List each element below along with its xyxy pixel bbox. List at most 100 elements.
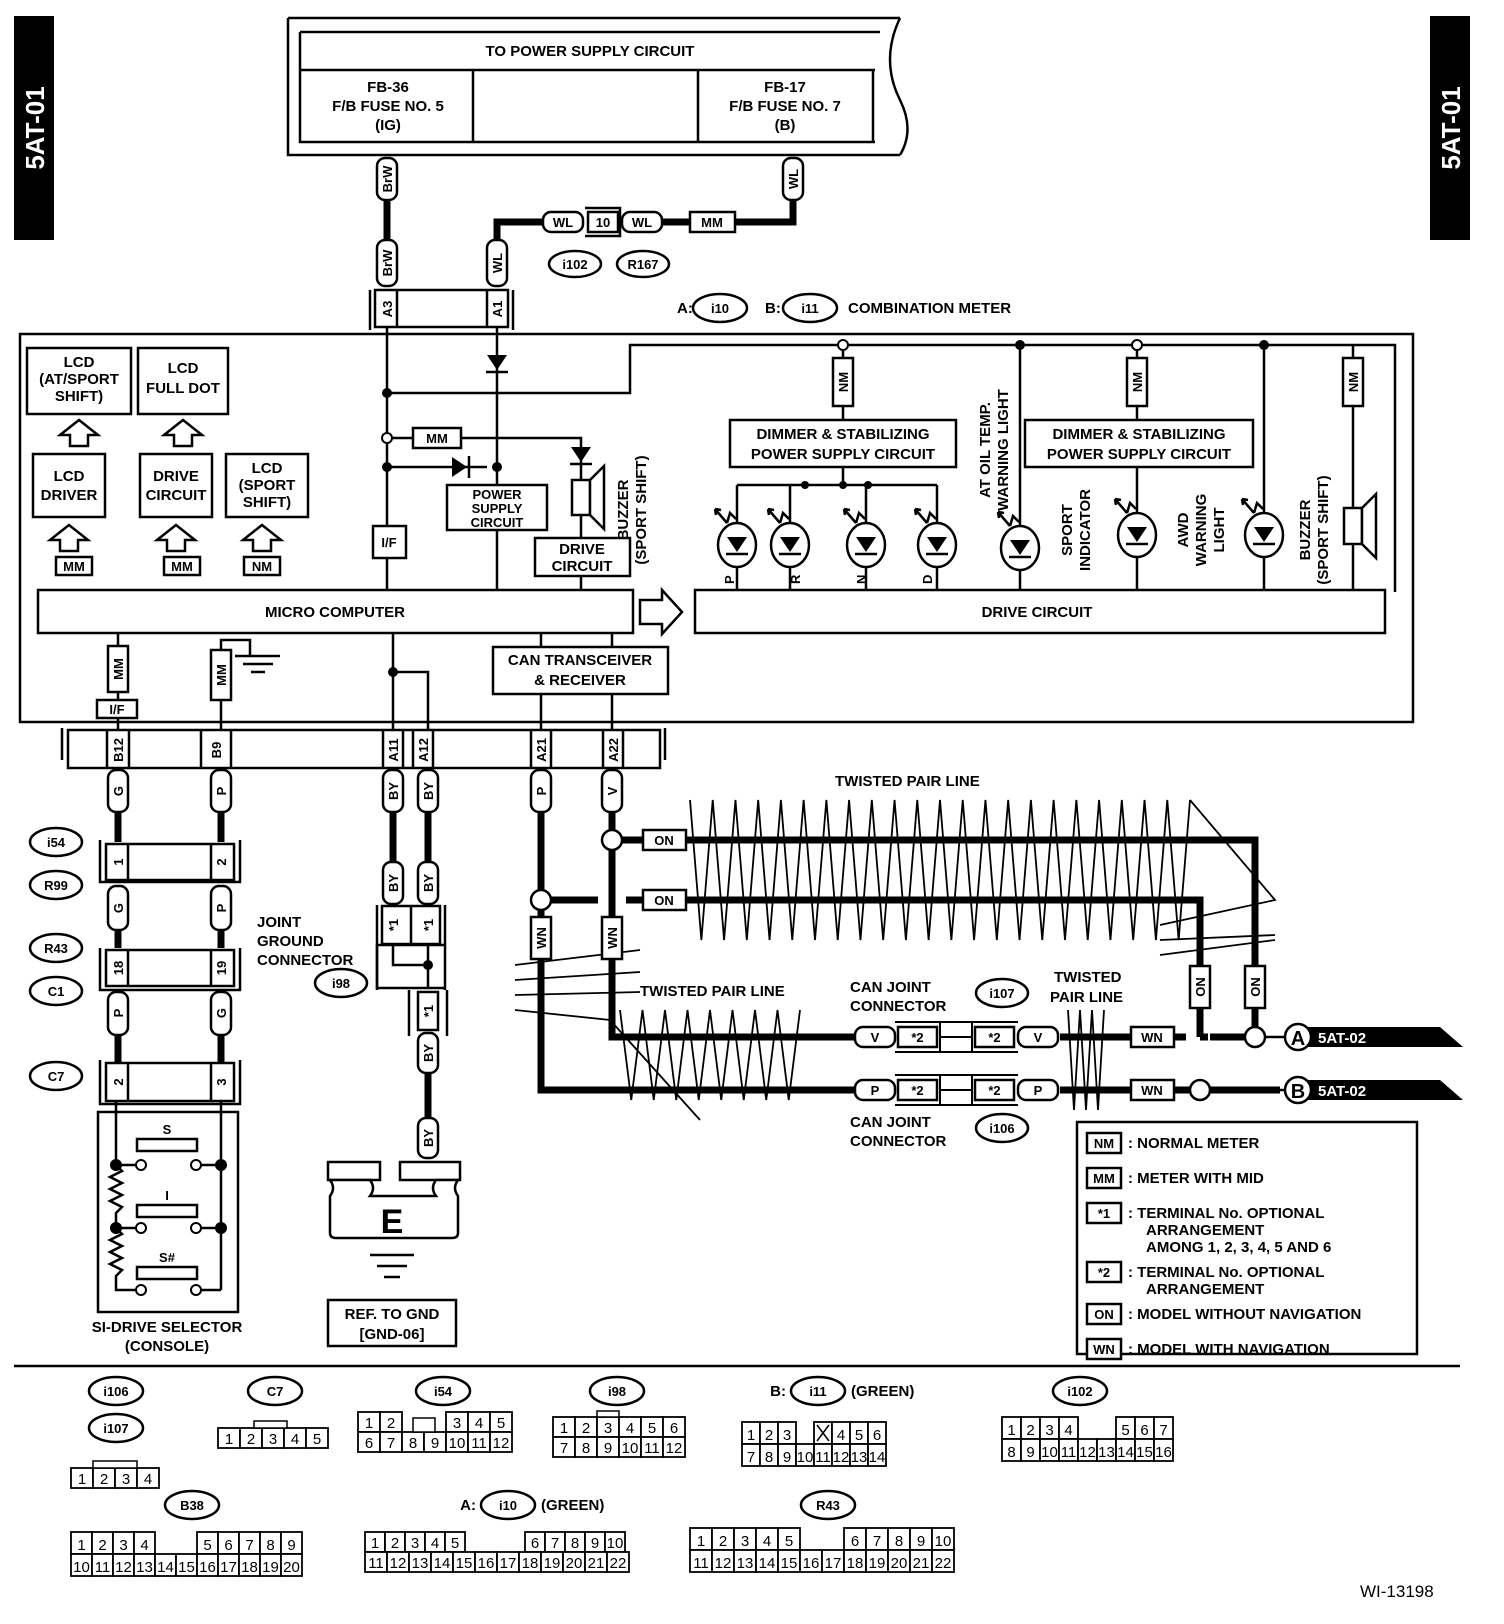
pin-number: 20 (283, 1559, 300, 1576)
connector-id-c1: C1 (48, 984, 65, 999)
lcd-blocks: LCD (AT/SPORT SHIFT) LCD FULL DOT LCD DR… (25, 346, 310, 577)
pin-number: 3 (604, 1420, 612, 1437)
pin-number: 2 (100, 1471, 108, 1488)
pin-number: 3 (783, 1427, 791, 1444)
legend-row: *1: TERMINAL No. OPTIONALARRANGEMENTAMON… (1085, 1201, 1331, 1256)
pin-r43-18: 18 (111, 961, 126, 975)
pin-number: 19 (544, 1555, 561, 1572)
pin-number: 19 (262, 1559, 279, 1576)
ground-harness: BY BY BY BY *1 *1 *1 BY BY JOINT GROUND … (257, 768, 462, 1348)
pin-number: 10 (935, 1533, 952, 1550)
pin-number: 10 (1041, 1444, 1058, 1461)
offpage-b-ref[interactable]: 5AT-02 (1318, 1083, 1366, 1100)
buzzer-left-sublabel: (SPORT SHIFT) (633, 455, 650, 564)
lcd-at-l1: LCD (64, 354, 95, 371)
pin-number: 4 (140, 1537, 148, 1554)
pin-number: 14 (869, 1449, 886, 1466)
pin-number: 7 (245, 1537, 253, 1554)
legend-row: NM: NORMAL METER (1085, 1131, 1260, 1155)
wire-color-p-1: P (214, 786, 229, 795)
pin-number: 4 (626, 1420, 634, 1437)
wire-color-p-3: P (111, 1008, 126, 1017)
sport-indicator-l1: SPORT (1059, 504, 1076, 556)
selector-position-s-sharp: S# (159, 1250, 176, 1265)
connector-view-id: i54 (434, 1384, 453, 1399)
awd-l3: LIGHT (1211, 508, 1228, 553)
connector-view-label: C7 (246, 1375, 304, 1407)
wire-color-wl-joint-left: WL (553, 215, 573, 230)
wire-color-label: P (871, 1083, 880, 1098)
led-icon (713, 507, 758, 569)
can-joint-lower-l1: CAN JOINT (850, 1114, 931, 1131)
led-icon (842, 507, 887, 569)
meter-lower-wiring: MM I/F MM CAN TRANSCEIVER & RECEIVER (95, 633, 670, 730)
gear-led-n: N (854, 575, 869, 584)
pin-number: 2 (582, 1420, 590, 1437)
pin-number: 4 (837, 1427, 845, 1444)
psu-l1: POWER (472, 487, 522, 502)
pin-number: 4 (144, 1471, 152, 1488)
pin-number: 5 (313, 1431, 321, 1448)
legend-description: ARRANGEMENT (1146, 1281, 1264, 1298)
connector-id-i107: i107 (989, 986, 1014, 1001)
pin-number: 2 (391, 1535, 399, 1552)
can-joint-lower-l2: CONNECTOR (850, 1133, 947, 1150)
pin-number: 14 (1117, 1444, 1134, 1461)
offpage-a-ref[interactable]: 5AT-02 (1318, 1030, 1366, 1047)
lcd-fulldot-l1: LCD (168, 360, 199, 377)
fuse-left-name: F/B FUSE NO. 5 (332, 98, 444, 115)
legend-key: MM (1093, 1171, 1115, 1186)
pin-number: 7 (873, 1533, 881, 1550)
joint-ground-label-l3: CONNECTOR (257, 952, 354, 969)
wire-color-by-ground: BY (421, 1044, 436, 1062)
pin-number: 1 (697, 1533, 705, 1550)
selector-harness: G P 1 2 G P 18 19 P G 2 3 i54 R99 R43 (28, 768, 242, 1106)
legend-key: *1 (1098, 1206, 1110, 1221)
wire-color-g-2: G (111, 903, 126, 913)
pin-number: 4 (475, 1415, 483, 1432)
pin-number: 9 (1026, 1444, 1034, 1461)
led-icon (1113, 497, 1158, 559)
power-wires: BrW BrW WL WL WL 10 WL MM i102 R167 (375, 156, 805, 288)
drive-circuit-label: DRIVE CIRCUIT (982, 604, 1093, 621)
interface-tag-b12: I/F (109, 702, 124, 717)
pin-i54-2: 2 (214, 858, 229, 865)
pin-number: 4 (763, 1533, 771, 1550)
connector-view-id: i106 (103, 1384, 128, 1399)
interface-tag: I/F (381, 535, 396, 550)
wire-color-brw-top: BrW (380, 165, 395, 192)
pin-number: 15 (178, 1559, 195, 1576)
variant-tag-mm-top: MM (701, 215, 723, 230)
pin-number: 12 (493, 1435, 510, 1452)
connector-view-suffix: (GREEN) (541, 1497, 604, 1514)
pin-number: 9 (591, 1535, 599, 1552)
pin-number: 8 (571, 1535, 579, 1552)
joint-ground-label-l2: GROUND (257, 933, 324, 950)
pin-number: 19 (869, 1555, 886, 1572)
terminal-star1-left: *1 (386, 919, 401, 931)
fuse-left-id: FB-36 (367, 79, 409, 96)
pin-c7-2: 2 (111, 1078, 126, 1085)
offpage-b-letter: B (1291, 1081, 1305, 1103)
fuse-left-type: (IG) (375, 117, 401, 134)
pin-c7-3: 3 (214, 1078, 229, 1085)
wire-color-p-2: P (214, 903, 229, 912)
legend-key: *2 (1098, 1265, 1110, 1280)
page-tab-left-label: 5AT-01 (20, 86, 50, 169)
pin-number: 12 (833, 1449, 850, 1466)
legend-description: : TERMINAL No. OPTIONAL (1128, 1264, 1324, 1281)
combination-meter-label: COMBINATION METER (848, 300, 1011, 317)
lcd-at-l2: (AT/SPORT (39, 371, 119, 388)
pin-number: 1 (365, 1415, 373, 1432)
pin-number: 3 (1045, 1422, 1053, 1439)
connector-id-i54: i54 (47, 835, 66, 850)
twisted-pair-label-mid: TWISTED PAIR LINE (640, 983, 785, 1000)
legend-description: ARRANGEMENT (1146, 1222, 1264, 1239)
legend-key: NM (1094, 1136, 1114, 1151)
connector-id-i10: i10 (711, 301, 729, 316)
